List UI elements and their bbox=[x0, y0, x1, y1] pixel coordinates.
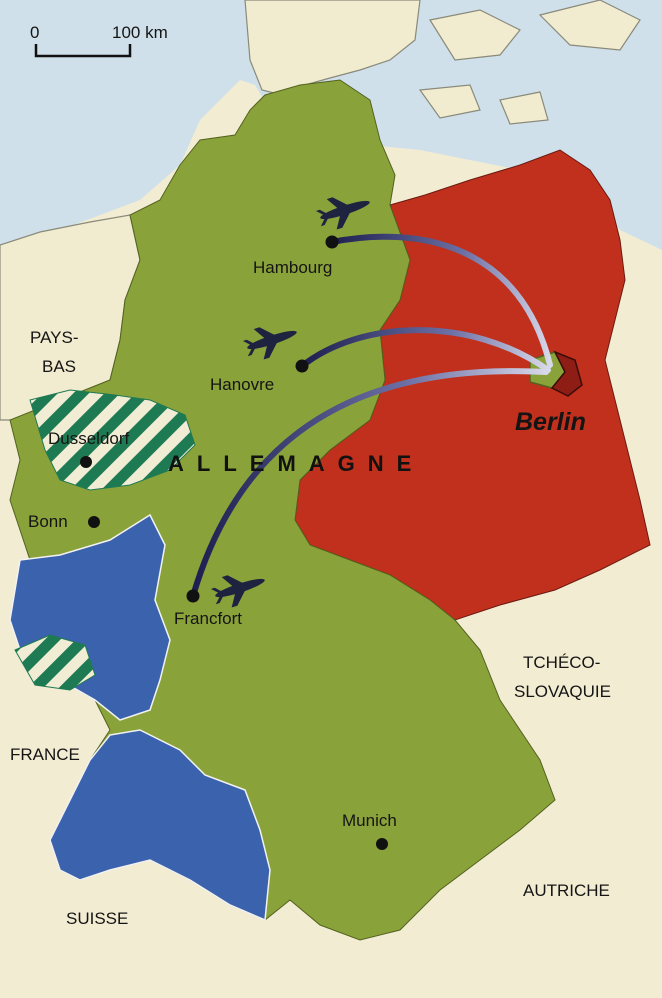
label-tcheco-2: SLOVAQUIE bbox=[514, 682, 611, 701]
label-dusseldorf: Dusseldorf bbox=[48, 429, 130, 448]
scale-distance: 100 km bbox=[112, 23, 168, 42]
route-hambourg-berlin bbox=[329, 233, 553, 368]
label-francfort: Francfort bbox=[174, 609, 242, 628]
label-berlin: Berlin bbox=[515, 408, 586, 436]
city-dot-icon bbox=[186, 589, 200, 603]
label-bonn: Bonn bbox=[28, 512, 68, 531]
french-zone-south bbox=[49, 729, 271, 922]
ruhr-area bbox=[29, 389, 196, 491]
label-hambourg: Hambourg bbox=[253, 258, 332, 277]
city-dot-icon bbox=[295, 359, 309, 373]
plane-icon bbox=[210, 575, 265, 608]
label-france: FRANCE bbox=[10, 745, 80, 764]
route-hanovre-berlin bbox=[299, 327, 551, 373]
city-dot-icon bbox=[376, 838, 388, 850]
route-francfort-berlin bbox=[190, 368, 549, 599]
label-autriche: AUTRICHE bbox=[523, 881, 610, 900]
scale-zero: 0 bbox=[30, 23, 39, 42]
scale-bar bbox=[34, 44, 132, 58]
saar-area bbox=[14, 634, 96, 691]
east-berlin bbox=[550, 350, 583, 397]
danish-island-4 bbox=[499, 91, 549, 125]
city-dot-icon bbox=[88, 516, 100, 528]
city-dot-icon bbox=[80, 456, 92, 468]
denmark bbox=[244, 0, 421, 96]
danish-island-3 bbox=[418, 84, 481, 119]
label-pays-bas-1: PAYS- bbox=[30, 328, 79, 347]
plane-icon bbox=[315, 197, 370, 230]
city-dot-icon bbox=[325, 235, 339, 249]
label-suisse: SUISSE bbox=[66, 909, 128, 928]
label-pays-bas-2: BAS bbox=[42, 357, 76, 376]
label-allemagne: ALLEMAGNE bbox=[168, 451, 424, 476]
label-tcheco-1: TCHÉCO- bbox=[523, 653, 600, 672]
danish-island-2 bbox=[538, 0, 641, 51]
label-hanovre: Hanovre bbox=[210, 375, 274, 394]
danish-island-1 bbox=[429, 9, 521, 61]
plane-icon bbox=[242, 327, 297, 360]
label-munich: Munich bbox=[342, 811, 397, 830]
